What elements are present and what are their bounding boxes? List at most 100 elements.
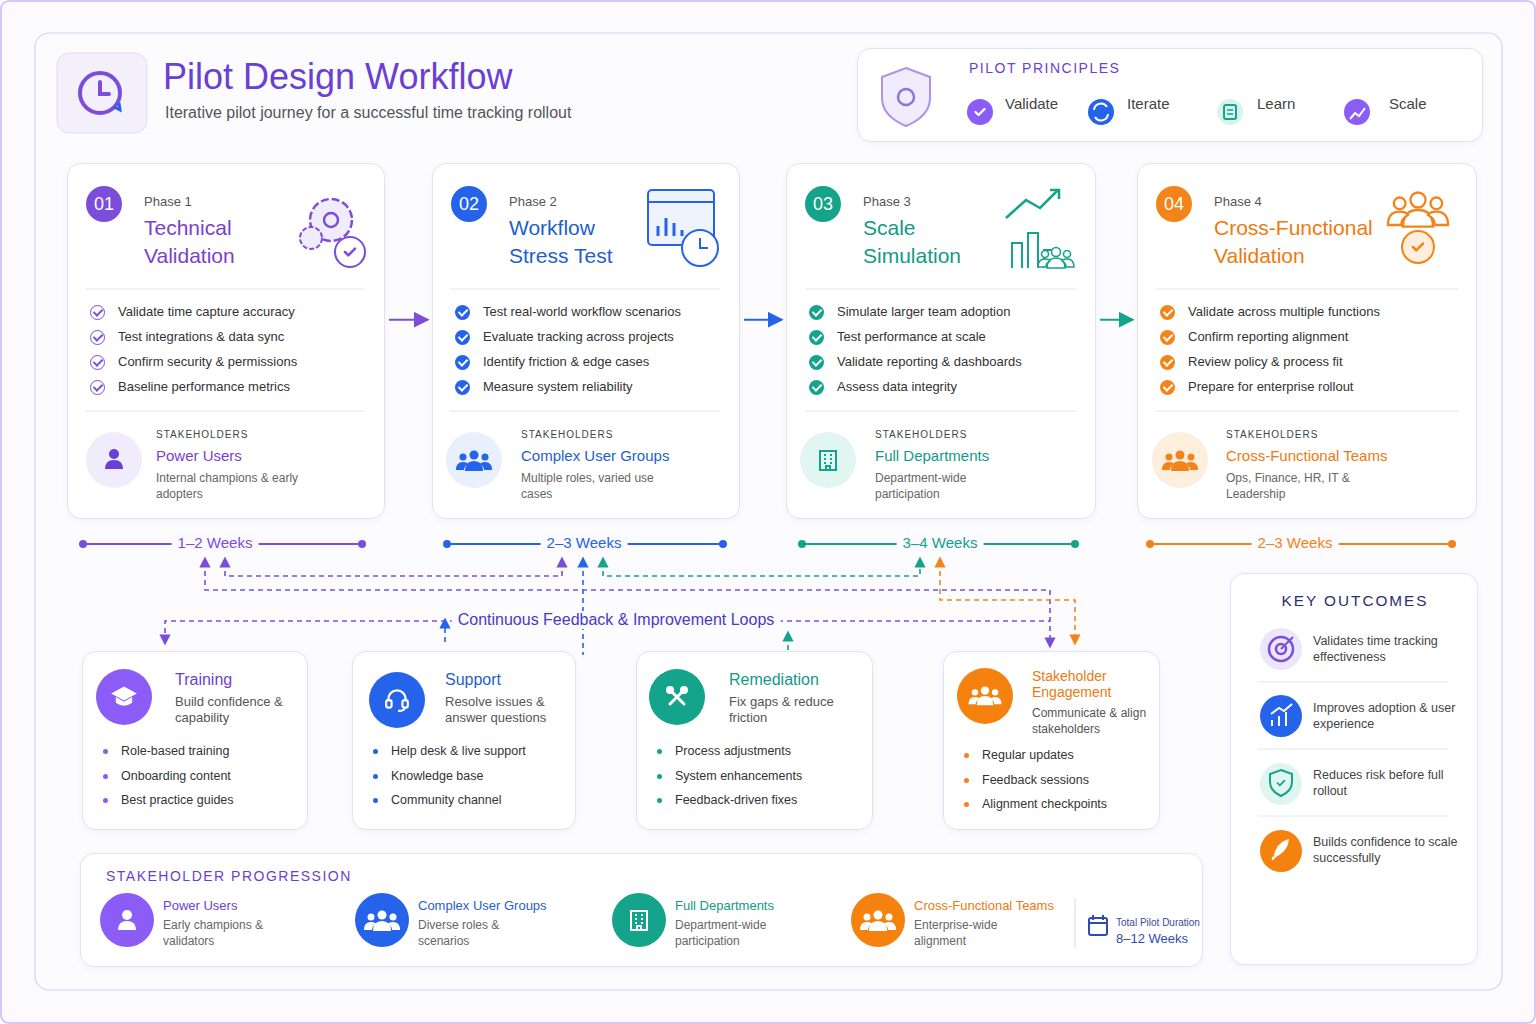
stakeholder-name: Full Departments bbox=[875, 447, 989, 466]
check-item: Test performance at scale bbox=[809, 329, 1091, 345]
box-subtitle: Communicate & align stakeholders bbox=[1032, 705, 1152, 737]
principle-label: Scale bbox=[1389, 95, 1427, 114]
flow-arrow bbox=[1100, 319, 1133, 321]
phase-label: Phase 3 bbox=[863, 194, 911, 210]
duration-label: 2–3 Weeks bbox=[1252, 534, 1339, 551]
check-item: Validate across multiple functions bbox=[1160, 304, 1442, 320]
panel-heading: STAKEHOLDER PROGRESSION bbox=[106, 868, 352, 886]
subtitle: Iterative pilot journey for a successful… bbox=[165, 104, 571, 122]
phase-number: 03 bbox=[805, 186, 841, 222]
section-label: STAKEHOLDERS bbox=[1226, 429, 1318, 442]
box-title: Remediation bbox=[729, 670, 819, 690]
principle-icons bbox=[882, 68, 1370, 126]
phase-title: Cross-Functional Validation bbox=[1214, 214, 1386, 270]
progression-panel: STAKEHOLDER PROGRESSION Total Pilot Durat… bbox=[80, 853, 1203, 967]
principles-panel: PILOT PRINCIPLESValidateIterateLearnScal… bbox=[857, 48, 1483, 142]
duration-label: 1–2 Weeks bbox=[172, 534, 259, 551]
check-item: Identify friction & edge cases bbox=[455, 354, 737, 370]
stakeholder-name: Complex User Groups bbox=[418, 898, 547, 914]
bullet-item: Feedback sessions bbox=[964, 773, 1144, 789]
phase-title: Technical Validation bbox=[144, 214, 294, 270]
stakeholder-name: Complex User Groups bbox=[521, 447, 669, 466]
flow-arrow bbox=[389, 319, 428, 321]
check-item: Confirm security & permissions bbox=[90, 354, 372, 370]
check-item: Measure system reliability bbox=[455, 379, 737, 395]
panel-heading: KEY OUTCOMES bbox=[1231, 591, 1479, 610]
box-subtitle: Build confidence & capability bbox=[175, 694, 300, 726]
diagram-title: Pilot Design Workflow bbox=[163, 56, 512, 98]
box-subtitle: Fix gaps & reduce friction bbox=[729, 694, 854, 726]
duration-value: 8–12 Weeks bbox=[1116, 931, 1188, 947]
stakeholder-desc: Multiple roles, varied use cases bbox=[521, 470, 671, 502]
stakeholder-desc: Department-wide participation bbox=[875, 470, 1025, 502]
stakeholder-step: Complex User GroupsDiverse roles & scena… bbox=[356, 891, 551, 953]
phase-card: 03Phase 3Scale SimulationSimulate larger… bbox=[786, 163, 1096, 519]
check-item: Validate time capture accuracy bbox=[90, 304, 372, 320]
bullet-item: Help desk & live support bbox=[373, 744, 563, 760]
duration-label: 2–3 Weeks bbox=[541, 534, 628, 551]
bullet-item: Role-based training bbox=[103, 744, 293, 760]
check-item: Prepare for enterprise rollout bbox=[1160, 379, 1442, 395]
phase-label: Phase 1 bbox=[144, 194, 192, 210]
progression-icons bbox=[100, 893, 1107, 948]
box-title: Support bbox=[445, 670, 501, 690]
outcome-text: Reduces risk before full rollout bbox=[1313, 767, 1465, 799]
section-label: STAKEHOLDERS bbox=[156, 429, 248, 442]
support-box: RemediationFix gaps & reduce frictionPro… bbox=[636, 651, 873, 830]
support-box: Stakeholder EngagementCommunicate & alig… bbox=[943, 651, 1160, 830]
check-item: Simulate larger team adoption bbox=[809, 304, 1091, 320]
header-icon bbox=[57, 53, 147, 133]
check-item: Assess data integrity bbox=[809, 379, 1091, 395]
loop-label: Continuous Feedback & Improvement Loops bbox=[452, 611, 781, 629]
stakeholder-step: Cross-Functional TeamsEnterprise-wide al… bbox=[852, 891, 1067, 953]
stakeholder-desc: Early champions & validators bbox=[163, 917, 273, 949]
phase-card: 02 Phase 2 Workflow Stress TestTest real-w… bbox=[432, 163, 740, 519]
box-title: Stakeholder Engagement bbox=[1032, 668, 1147, 700]
stakeholder-desc: Diverse roles & scenarios bbox=[418, 917, 528, 949]
card-dividers bbox=[85, 289, 1459, 411]
check-item: Validate reporting & dashboards bbox=[809, 354, 1091, 370]
phase-label: Phase 2 bbox=[509, 194, 557, 210]
bullet-item: Best practice guides bbox=[103, 793, 293, 809]
principle-label: Iterate bbox=[1127, 95, 1170, 114]
check-item: Test real-world workflow scenarios bbox=[455, 304, 737, 320]
stakeholder-name: Power Users bbox=[156, 447, 242, 466]
section-label: STAKEHOLDERS bbox=[521, 429, 613, 442]
stakeholder-desc: Enterprise-wide alignment bbox=[914, 917, 1024, 949]
phase-title: Workflow Stress Test bbox=[509, 214, 659, 270]
support-box: SupportResolve issues & answer questions… bbox=[352, 651, 576, 830]
stakeholder-name: Cross-Functional Teams bbox=[914, 898, 1054, 914]
timeline-bars bbox=[79, 540, 1456, 548]
outcome-text: Improves adoption & user experience bbox=[1313, 700, 1465, 732]
phase-number: 02 bbox=[451, 186, 487, 222]
stakeholder-desc: Internal champions & early adopters bbox=[156, 470, 306, 502]
panel-heading: PILOT PRINCIPLES bbox=[969, 60, 1120, 78]
check-item: Evaluate tracking across projects bbox=[455, 329, 737, 345]
check-item: Baseline performance metrics bbox=[90, 379, 372, 395]
phase-card: 04Phase 4Cross-Functional ValidationVali… bbox=[1137, 163, 1477, 519]
outcome-icons bbox=[1258, 628, 1448, 872]
bullet-item: Knowledge base bbox=[373, 769, 563, 785]
stakeholder-step: Full DepartmentsDepartment-wide particip… bbox=[613, 891, 788, 953]
bullet-item: Community channel bbox=[373, 793, 563, 809]
check-item: Review policy & process fit bbox=[1160, 354, 1442, 370]
stakeholder-name: Cross-Functional Teams bbox=[1226, 447, 1387, 466]
bullet-item: Onboarding content bbox=[103, 769, 293, 785]
bullet-item: Alignment checkpoints bbox=[964, 797, 1144, 813]
stakeholder-step: Power UsersEarly champions & validators bbox=[101, 891, 276, 953]
flow-arrow bbox=[744, 319, 782, 321]
bullet-item: Process adjustments bbox=[657, 744, 847, 760]
bullet-item: System enhancements bbox=[657, 769, 847, 785]
bullet-item: Regular updates bbox=[964, 748, 1144, 764]
phase-card: 01 Phase 1 Technical ValidationValidate ti… bbox=[67, 163, 385, 519]
stakeholder-name: Power Users bbox=[163, 898, 237, 914]
support-box: TrainingBuild confidence & capabilityRol… bbox=[82, 651, 308, 830]
support-icons bbox=[96, 668, 1013, 728]
phase-label: Phase 4 bbox=[1214, 194, 1262, 210]
phase-illustrations bbox=[300, 190, 1448, 268]
principle-label: Validate bbox=[1005, 95, 1058, 114]
box-subtitle: Resolve issues & answer questions bbox=[445, 694, 570, 726]
duration-label: Total Pilot Duration bbox=[1116, 917, 1200, 930]
phase-number: 01 bbox=[86, 186, 122, 222]
